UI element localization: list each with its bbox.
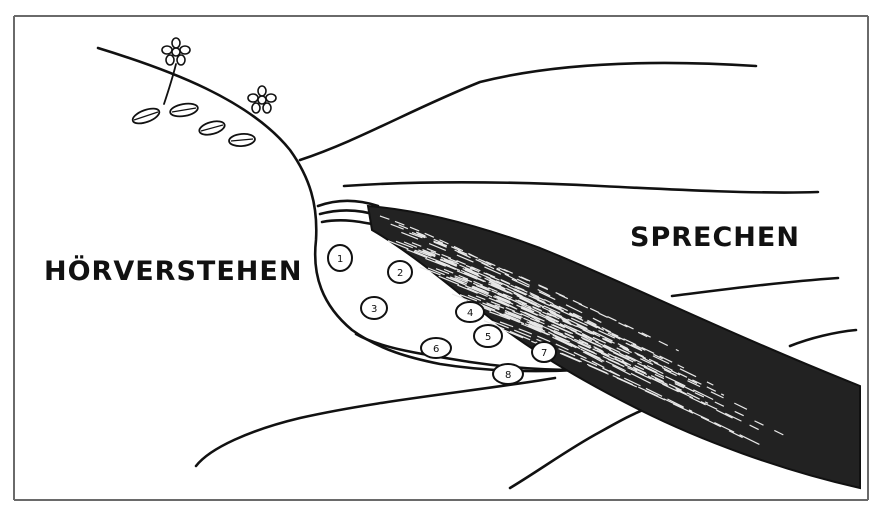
stone-number: 3: [371, 304, 377, 315]
flower-icon: [248, 86, 276, 113]
flower-icon: [162, 38, 190, 65]
stone-icon: 5: [474, 325, 502, 347]
river-bank-right-2: [790, 330, 856, 346]
stone-icon: 4: [456, 302, 484, 322]
river-bank-right-1: [672, 278, 838, 296]
stone-number: 5: [485, 332, 491, 343]
stone-icon: 8: [493, 364, 523, 384]
stone-number: 4: [467, 308, 473, 319]
stone-number: 7: [541, 348, 547, 359]
horizon-line-2: [344, 182, 818, 192]
stone-icon: 6: [421, 338, 451, 358]
leaf-icon: [198, 119, 226, 137]
horizon-line-1: [300, 63, 756, 160]
stone-number: 2: [397, 268, 403, 279]
leaf-icon: [229, 133, 256, 147]
leaf-icon: [169, 102, 199, 119]
stone-icon: 7: [532, 342, 556, 362]
stone-icon: 3: [361, 297, 387, 319]
stone-icon: 1: [328, 245, 352, 271]
river-bank-lower: [510, 408, 648, 488]
stone-number: 6: [433, 344, 439, 355]
stone-icon: 2: [388, 261, 412, 283]
stone-number: 1: [337, 254, 343, 265]
stone-number: 8: [505, 370, 511, 381]
lower-bank-line: [196, 378, 555, 466]
right-label: SPRECHEN: [630, 222, 800, 253]
leaf-icon: [131, 106, 161, 127]
left-label: HÖRVERSTEHEN: [44, 254, 302, 287]
